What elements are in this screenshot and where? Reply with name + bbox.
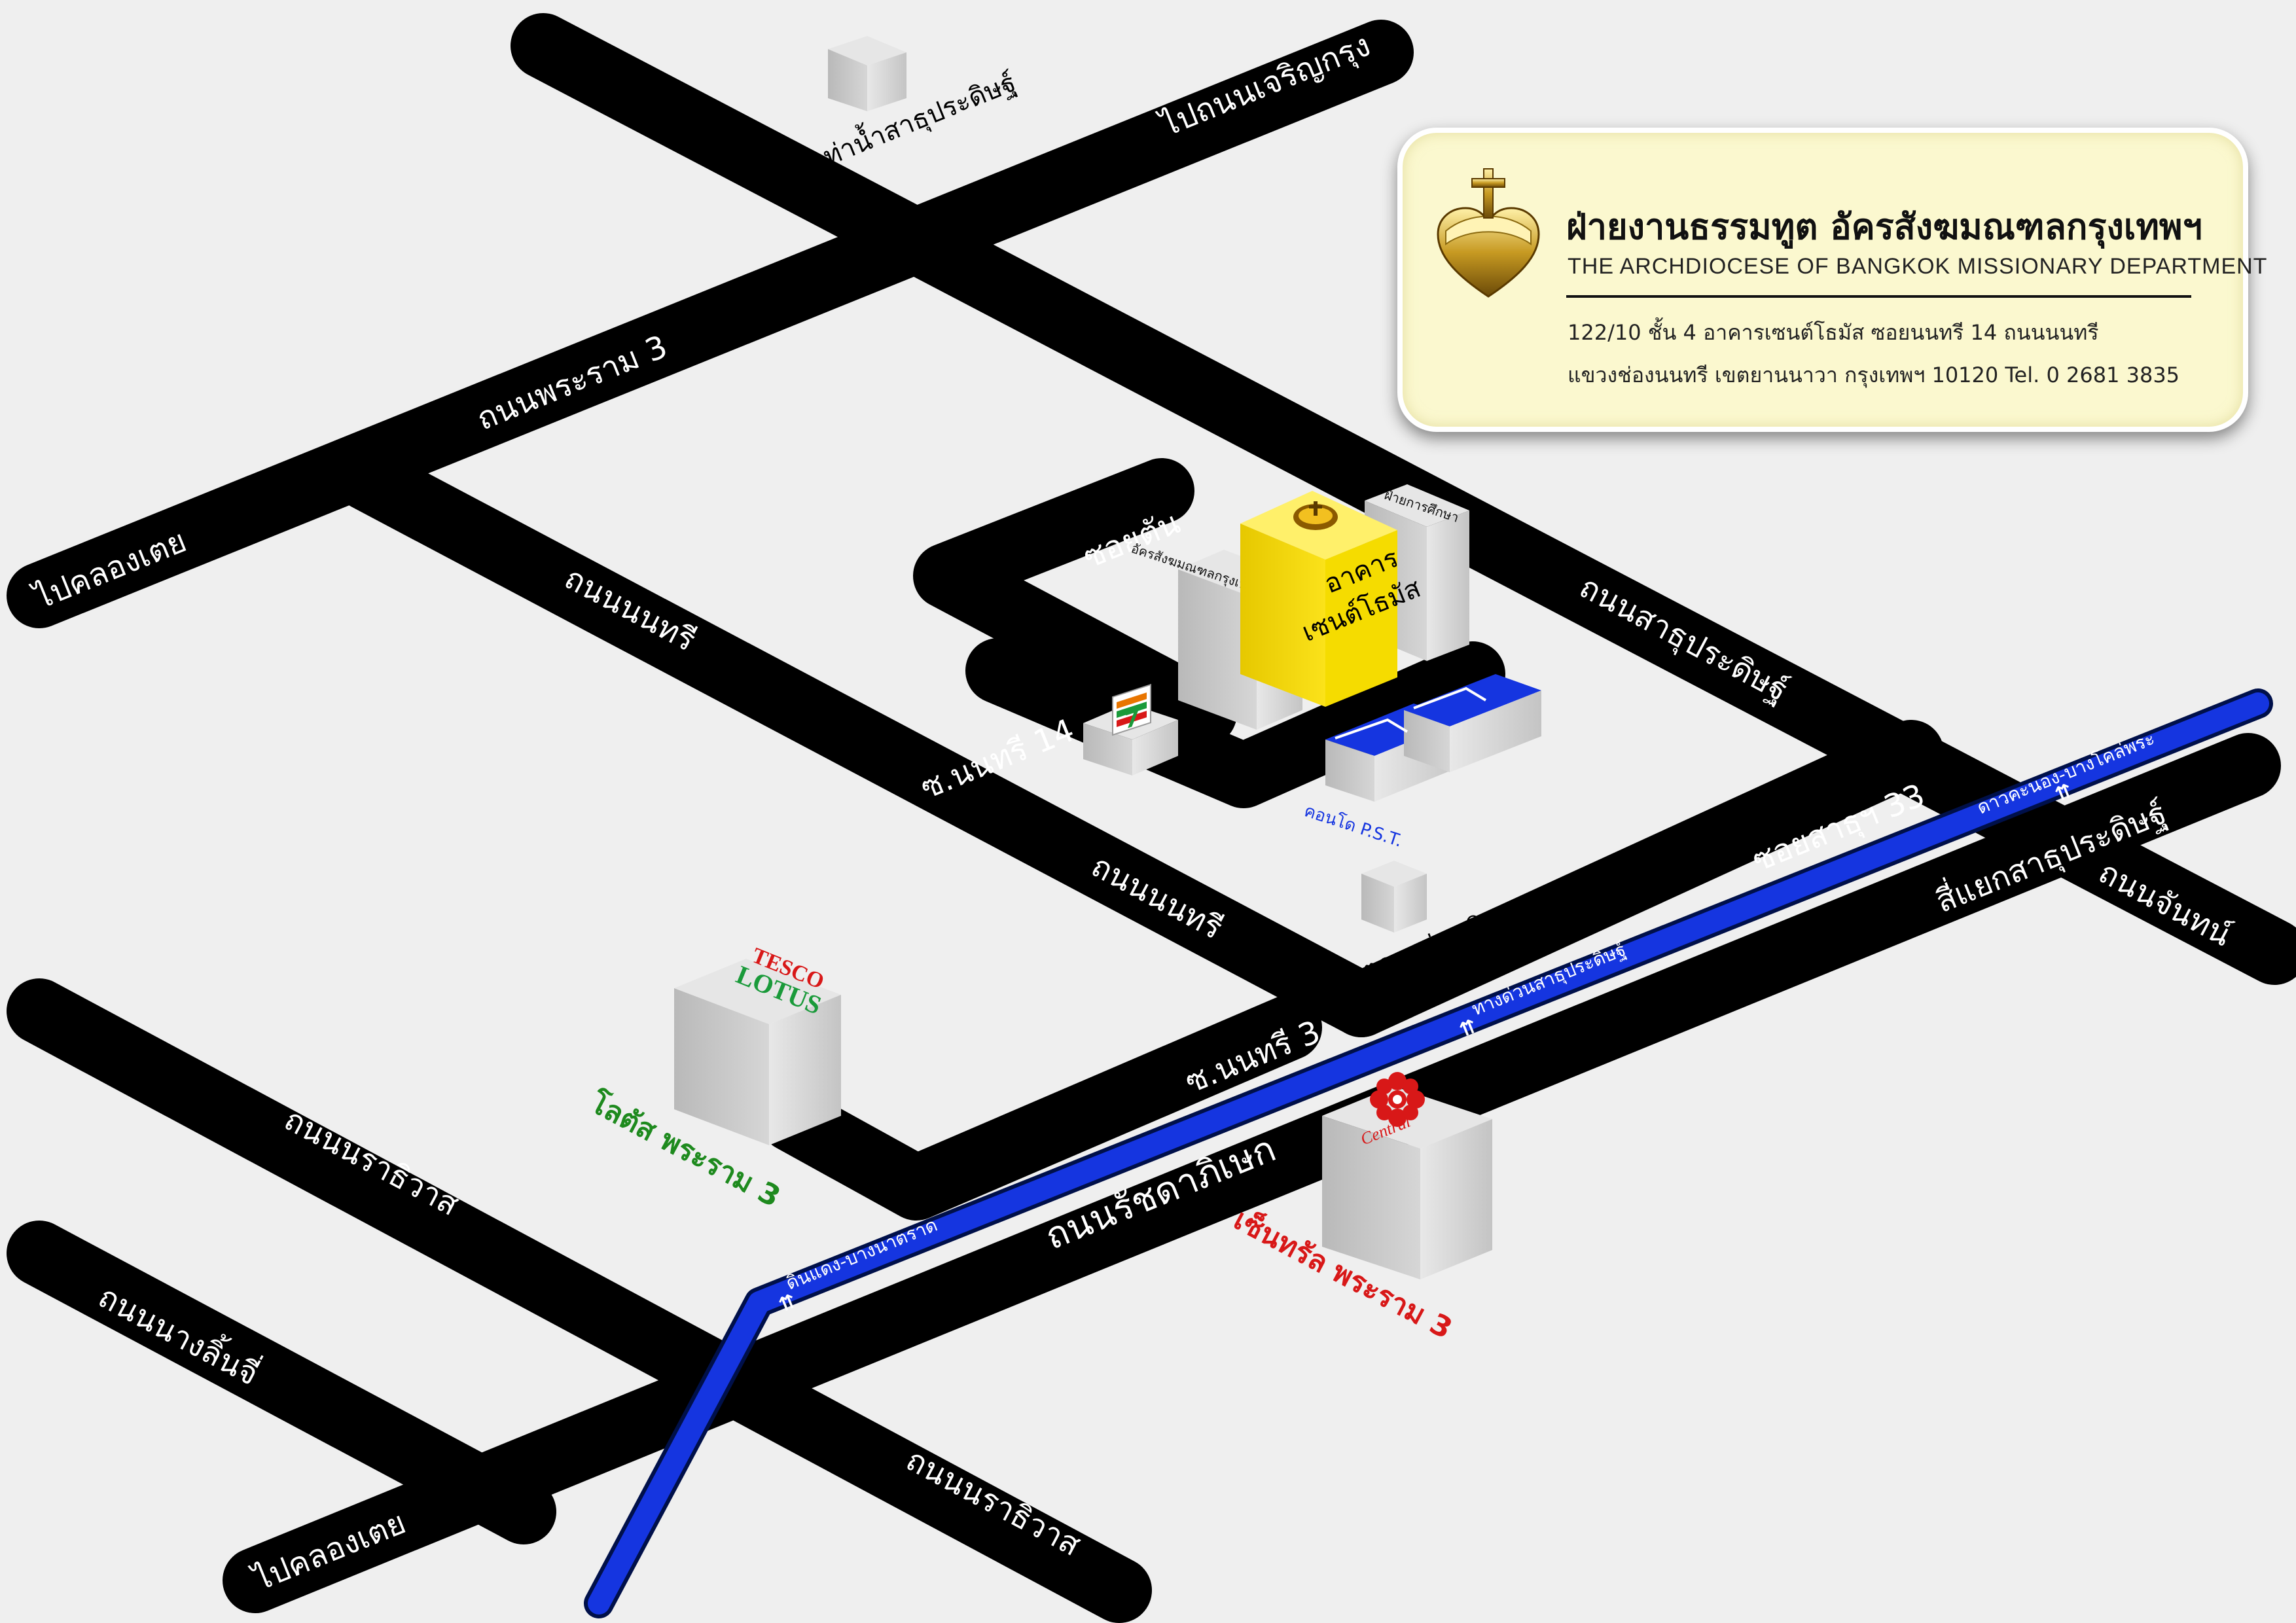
central-flower-logo-icon [1370,1072,1425,1127]
building-tesco-lotus[interactable]: TESCO LOTUS [674,944,841,1145]
building-talad-rung-charoen [1361,861,1427,933]
svg-text:7: 7 [1124,704,1140,735]
road-soi-nonsi-3 [759,995,1322,1221]
info-address-line1: 122/10 ชั้น 4 อาคารเซนต์โธมัส ซอยนนทรี 1… [1568,320,2099,345]
road-ratchadaphisek [223,733,2281,1613]
seven-eleven-logo-icon: 7 [1112,683,1151,736]
road-soi-sathu-33 [1329,720,1944,1037]
info-title-th: ฝ่ายงานธรรมทูต อัครสังฆมณฑลกรุงเทพฯ [1566,206,2202,247]
info-divider [1566,295,2191,298]
building-saint-thomas[interactable]: อาคาร เซนต์โธมัส [1240,491,1425,707]
info-address-line2: แขวงช่องนนทรี เขตยานนาวา กรุงเทพฯ 10120 … [1568,363,2180,387]
saint-thomas-emblem-icon [1293,501,1338,530]
road-rama3 [7,20,1414,628]
building-cluster: อัครสังฆมณฑลกรุงเทพฯ สำนักงาน ฝ่ายการศึก… [1083,484,1541,851]
building-seven-eleven: 7 [1083,683,1178,776]
road-network [7,13,2296,1623]
expressway-line [588,692,2269,1614]
building-condo-pst [1325,674,1541,802]
road-nonsi [334,445,1394,1037]
info-title-en: THE ARCHDIOCESE OF BANGKOK MISSIONARY DE… [1568,254,2268,279]
label-condo-pst: คอนโด P.S.T. [1302,800,1405,851]
building-sathupradit-port [828,36,906,111]
road-narathiwat [7,978,1152,1623]
building-central[interactable]: Central [1322,1072,1492,1279]
road-nang-linchi [7,1221,556,1544]
road-soi-nonsi-14 [965,638,1505,808]
cross-heart-logo-icon [1437,168,1540,298]
info-card: ฝ่ายงานธรรมทูต อัครสังฆมณฑลกรุงเทพฯ THE … [1397,128,2267,432]
